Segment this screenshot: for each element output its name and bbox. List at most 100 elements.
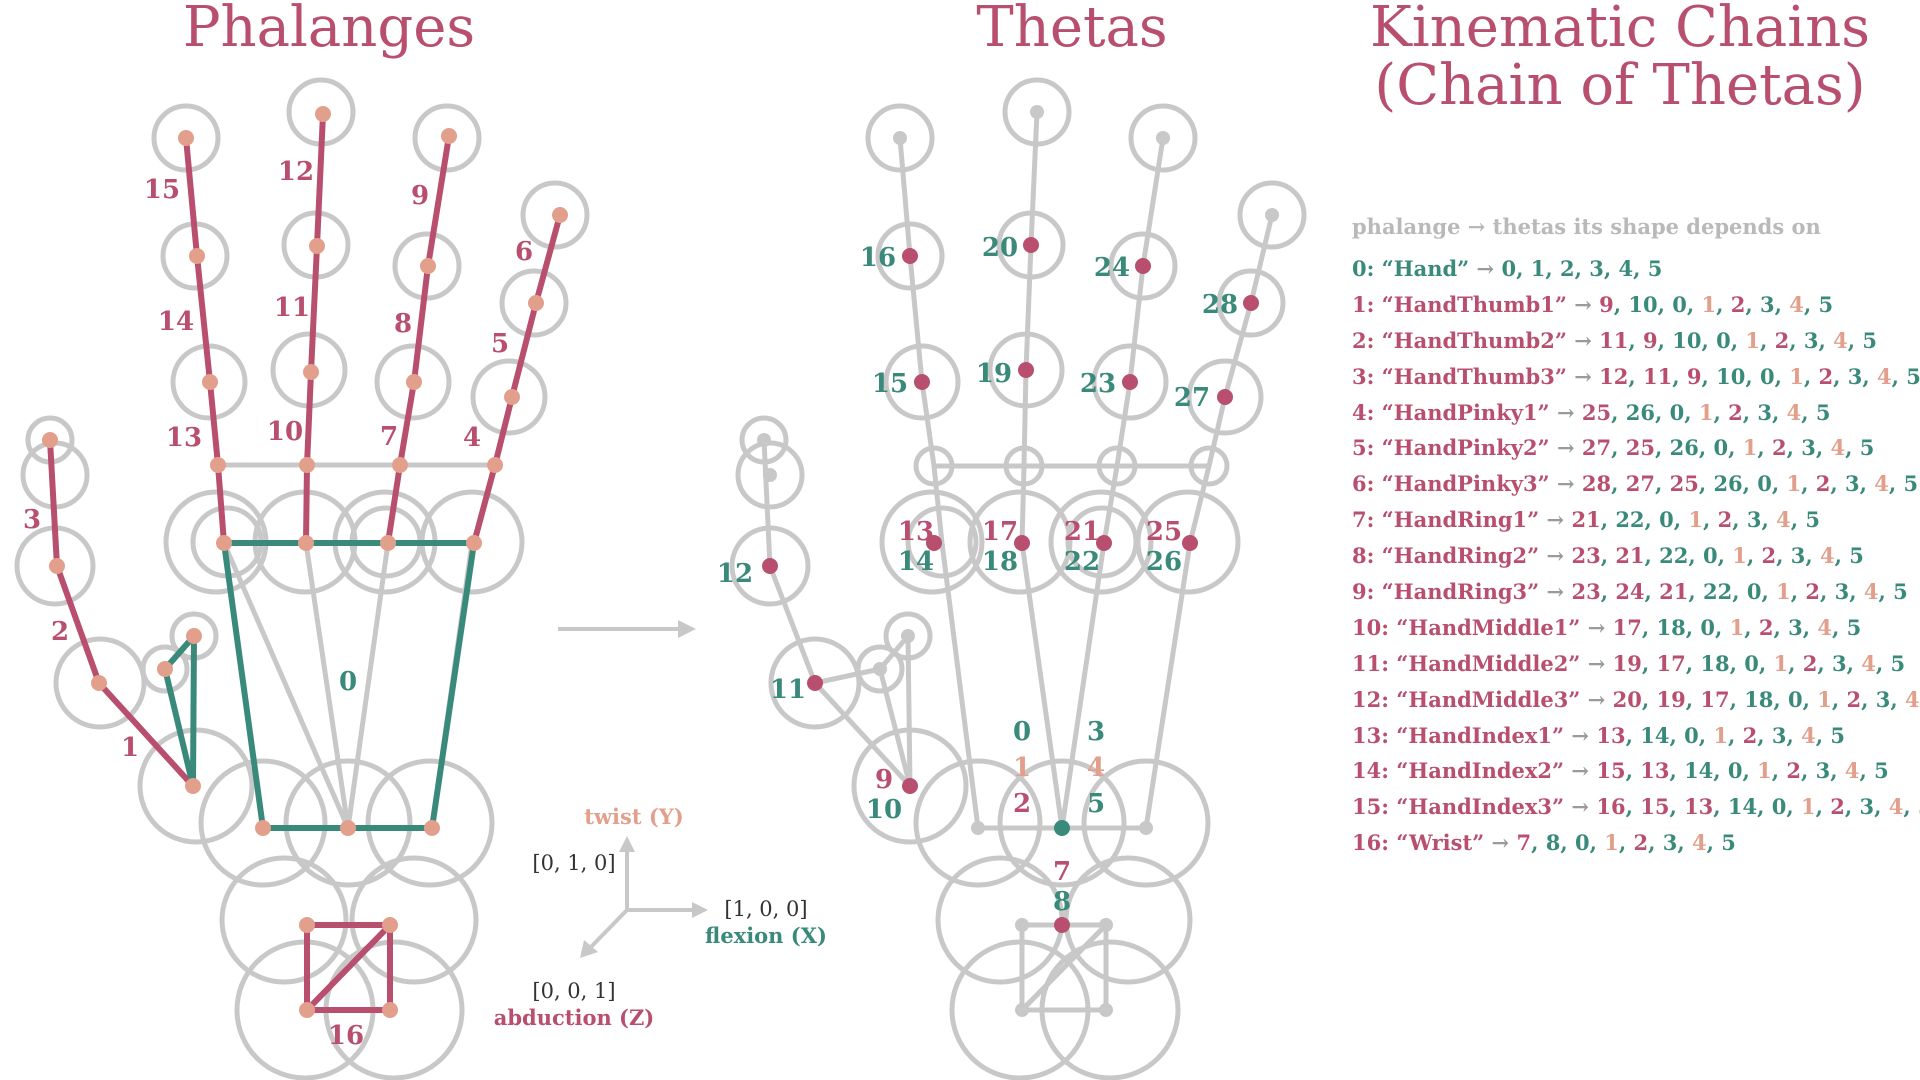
theta-label: 16 — [860, 243, 896, 273]
legend-separator: , — [1774, 363, 1790, 389]
legend-separator: , — [1761, 579, 1777, 605]
legend-separator: , — [1815, 435, 1831, 461]
legend-theta: 1 — [1698, 399, 1714, 425]
title-chains-line2: (Chain of Thetas) — [1374, 53, 1865, 118]
legend-phalange-key: 11: “HandMiddle2” — [1352, 650, 1581, 676]
legend-separator: , — [1802, 686, 1818, 712]
theta-label: 11 — [770, 675, 806, 705]
legend-theta: 5 — [1805, 507, 1821, 533]
theta-label: 2 — [1013, 789, 1031, 819]
phalange-label: 7 — [380, 422, 398, 452]
legend-theta: 0 — [1716, 327, 1731, 353]
legend-theta: 12 — [1599, 363, 1629, 389]
legend-row: 16: “Wrist” → 7, 8, 0, 1, 2, 3, 4, 5 — [1352, 825, 1912, 861]
legend-separator: , — [1611, 399, 1626, 425]
legend-separator: , — [1698, 471, 1714, 497]
legend-theta: 18 — [1656, 614, 1686, 640]
legend-separator: , — [1729, 686, 1745, 712]
legend-theta: 0 — [1744, 650, 1759, 676]
legend-separator: , — [1688, 543, 1704, 569]
legend-theta: 4 — [1786, 399, 1802, 425]
legend-separator: , — [1560, 830, 1575, 856]
legend-separator: , — [1847, 327, 1863, 353]
legend-separator: , — [1516, 256, 1531, 281]
legend-separator: , — [1600, 507, 1616, 533]
legend-arrow: → — [1469, 256, 1502, 281]
legend-theta: 1 — [1688, 507, 1704, 533]
legend-separator: , — [1761, 507, 1777, 533]
legend-separator: , — [1803, 291, 1819, 317]
legend-separator: , — [1757, 722, 1772, 748]
legend-separator: , — [1641, 686, 1657, 712]
legend-separator: , — [1818, 327, 1834, 353]
legend-theta: 4 — [1876, 363, 1892, 389]
legend-separator: , — [1618, 830, 1634, 856]
legend-theta: 15 — [1596, 758, 1626, 784]
legend-theta: 4 — [1801, 722, 1816, 748]
legend-theta: 3 — [1589, 256, 1604, 281]
legend-separator: , — [1801, 758, 1816, 784]
phalanges-hand — [14, 77, 590, 1080]
legend-theta: 0 — [1713, 435, 1729, 461]
legend-separator: , — [1742, 758, 1758, 784]
legend-separator: , — [1611, 471, 1626, 497]
legend-theta: 7 — [1516, 830, 1532, 856]
legend-separator: , — [1759, 327, 1775, 353]
legend-theta: 4 — [1817, 614, 1832, 640]
legend-separator: , — [1817, 650, 1832, 676]
legend-row: 10: “HandMiddle1” → 17, 18, 0, 1, 2, 3, … — [1352, 610, 1912, 646]
legend-theta: 26 — [1713, 471, 1743, 497]
legend-row: 5: “HandPinky2” → 27, 25, 26, 0, 1, 2, 3… — [1352, 430, 1912, 466]
legend-separator: , — [1773, 614, 1789, 640]
legend-phalange-key: 0: “Hand” — [1352, 256, 1470, 281]
legend-theta: 5 — [1647, 256, 1663, 281]
legend-theta: 3 — [1803, 327, 1819, 353]
legend-theta: 3 — [1815, 758, 1831, 784]
legend-theta: 23 — [1571, 543, 1601, 569]
phalange-label: 14 — [158, 307, 194, 337]
legend-theta: 0 — [1759, 363, 1775, 389]
thetas-hand — [729, 77, 1307, 1080]
legend-separator: , — [1774, 291, 1790, 317]
legend-separator: , — [1786, 794, 1802, 820]
theta-label: 13 — [898, 517, 934, 547]
legend-row: 9: “HandRing3” → 23, 24, 21, 22, 0, 1, 2… — [1352, 574, 1912, 610]
legend-arrow: → — [1539, 579, 1572, 605]
legend-separator: , — [1830, 758, 1845, 784]
legend-theta: 13 — [1596, 722, 1626, 748]
phalanges-labels: 15 12 9 6 14 11 8 5 13 10 7 4 3 2 1 0 16 — [23, 157, 533, 1051]
legend-separator: , — [1861, 686, 1876, 712]
legend-theta: 14 — [1684, 758, 1714, 784]
legend-theta: 0 — [1574, 830, 1590, 856]
legend-theta: 0 — [1659, 507, 1674, 533]
legend-theta: 13 — [1640, 758, 1670, 784]
legend-theta: 4 — [1888, 794, 1904, 820]
phalange-label: 0 — [339, 667, 357, 697]
theta-label: 19 — [976, 359, 1012, 389]
legend-theta: 25 — [1669, 471, 1699, 497]
legend-theta: 3 — [1834, 579, 1850, 605]
legend-theta: 4 — [1861, 650, 1876, 676]
legend-theta: 3 — [1847, 363, 1863, 389]
legend-theta: 21 — [1571, 507, 1601, 533]
legend-theta: 8 — [1545, 830, 1561, 856]
legend-theta: 4 — [1618, 256, 1634, 281]
legend-theta: 11 — [1599, 327, 1629, 353]
legend-theta: 1 — [1776, 579, 1791, 605]
legend-separator: , — [1545, 256, 1560, 281]
phalanges-finger-bones — [47, 113, 563, 1013]
legend-theta: 21 — [1659, 579, 1689, 605]
legend-separator: , — [1820, 579, 1835, 605]
legend-separator: , — [1713, 758, 1728, 784]
theta-label: 7 — [1053, 857, 1071, 887]
legend-theta: 17 — [1612, 614, 1642, 640]
legend-separator: , — [1801, 471, 1816, 497]
legend-separator: , — [1849, 579, 1864, 605]
thetas-gray-dots — [757, 105, 1279, 1017]
legend-theta: 2 — [1761, 543, 1777, 569]
legend-separator: , — [1746, 543, 1762, 569]
legend-separator: , — [1786, 722, 1802, 748]
legend-separator: , — [1776, 543, 1791, 569]
legend-separator: , — [1788, 650, 1803, 676]
legend-theta: 2 — [1830, 794, 1845, 820]
